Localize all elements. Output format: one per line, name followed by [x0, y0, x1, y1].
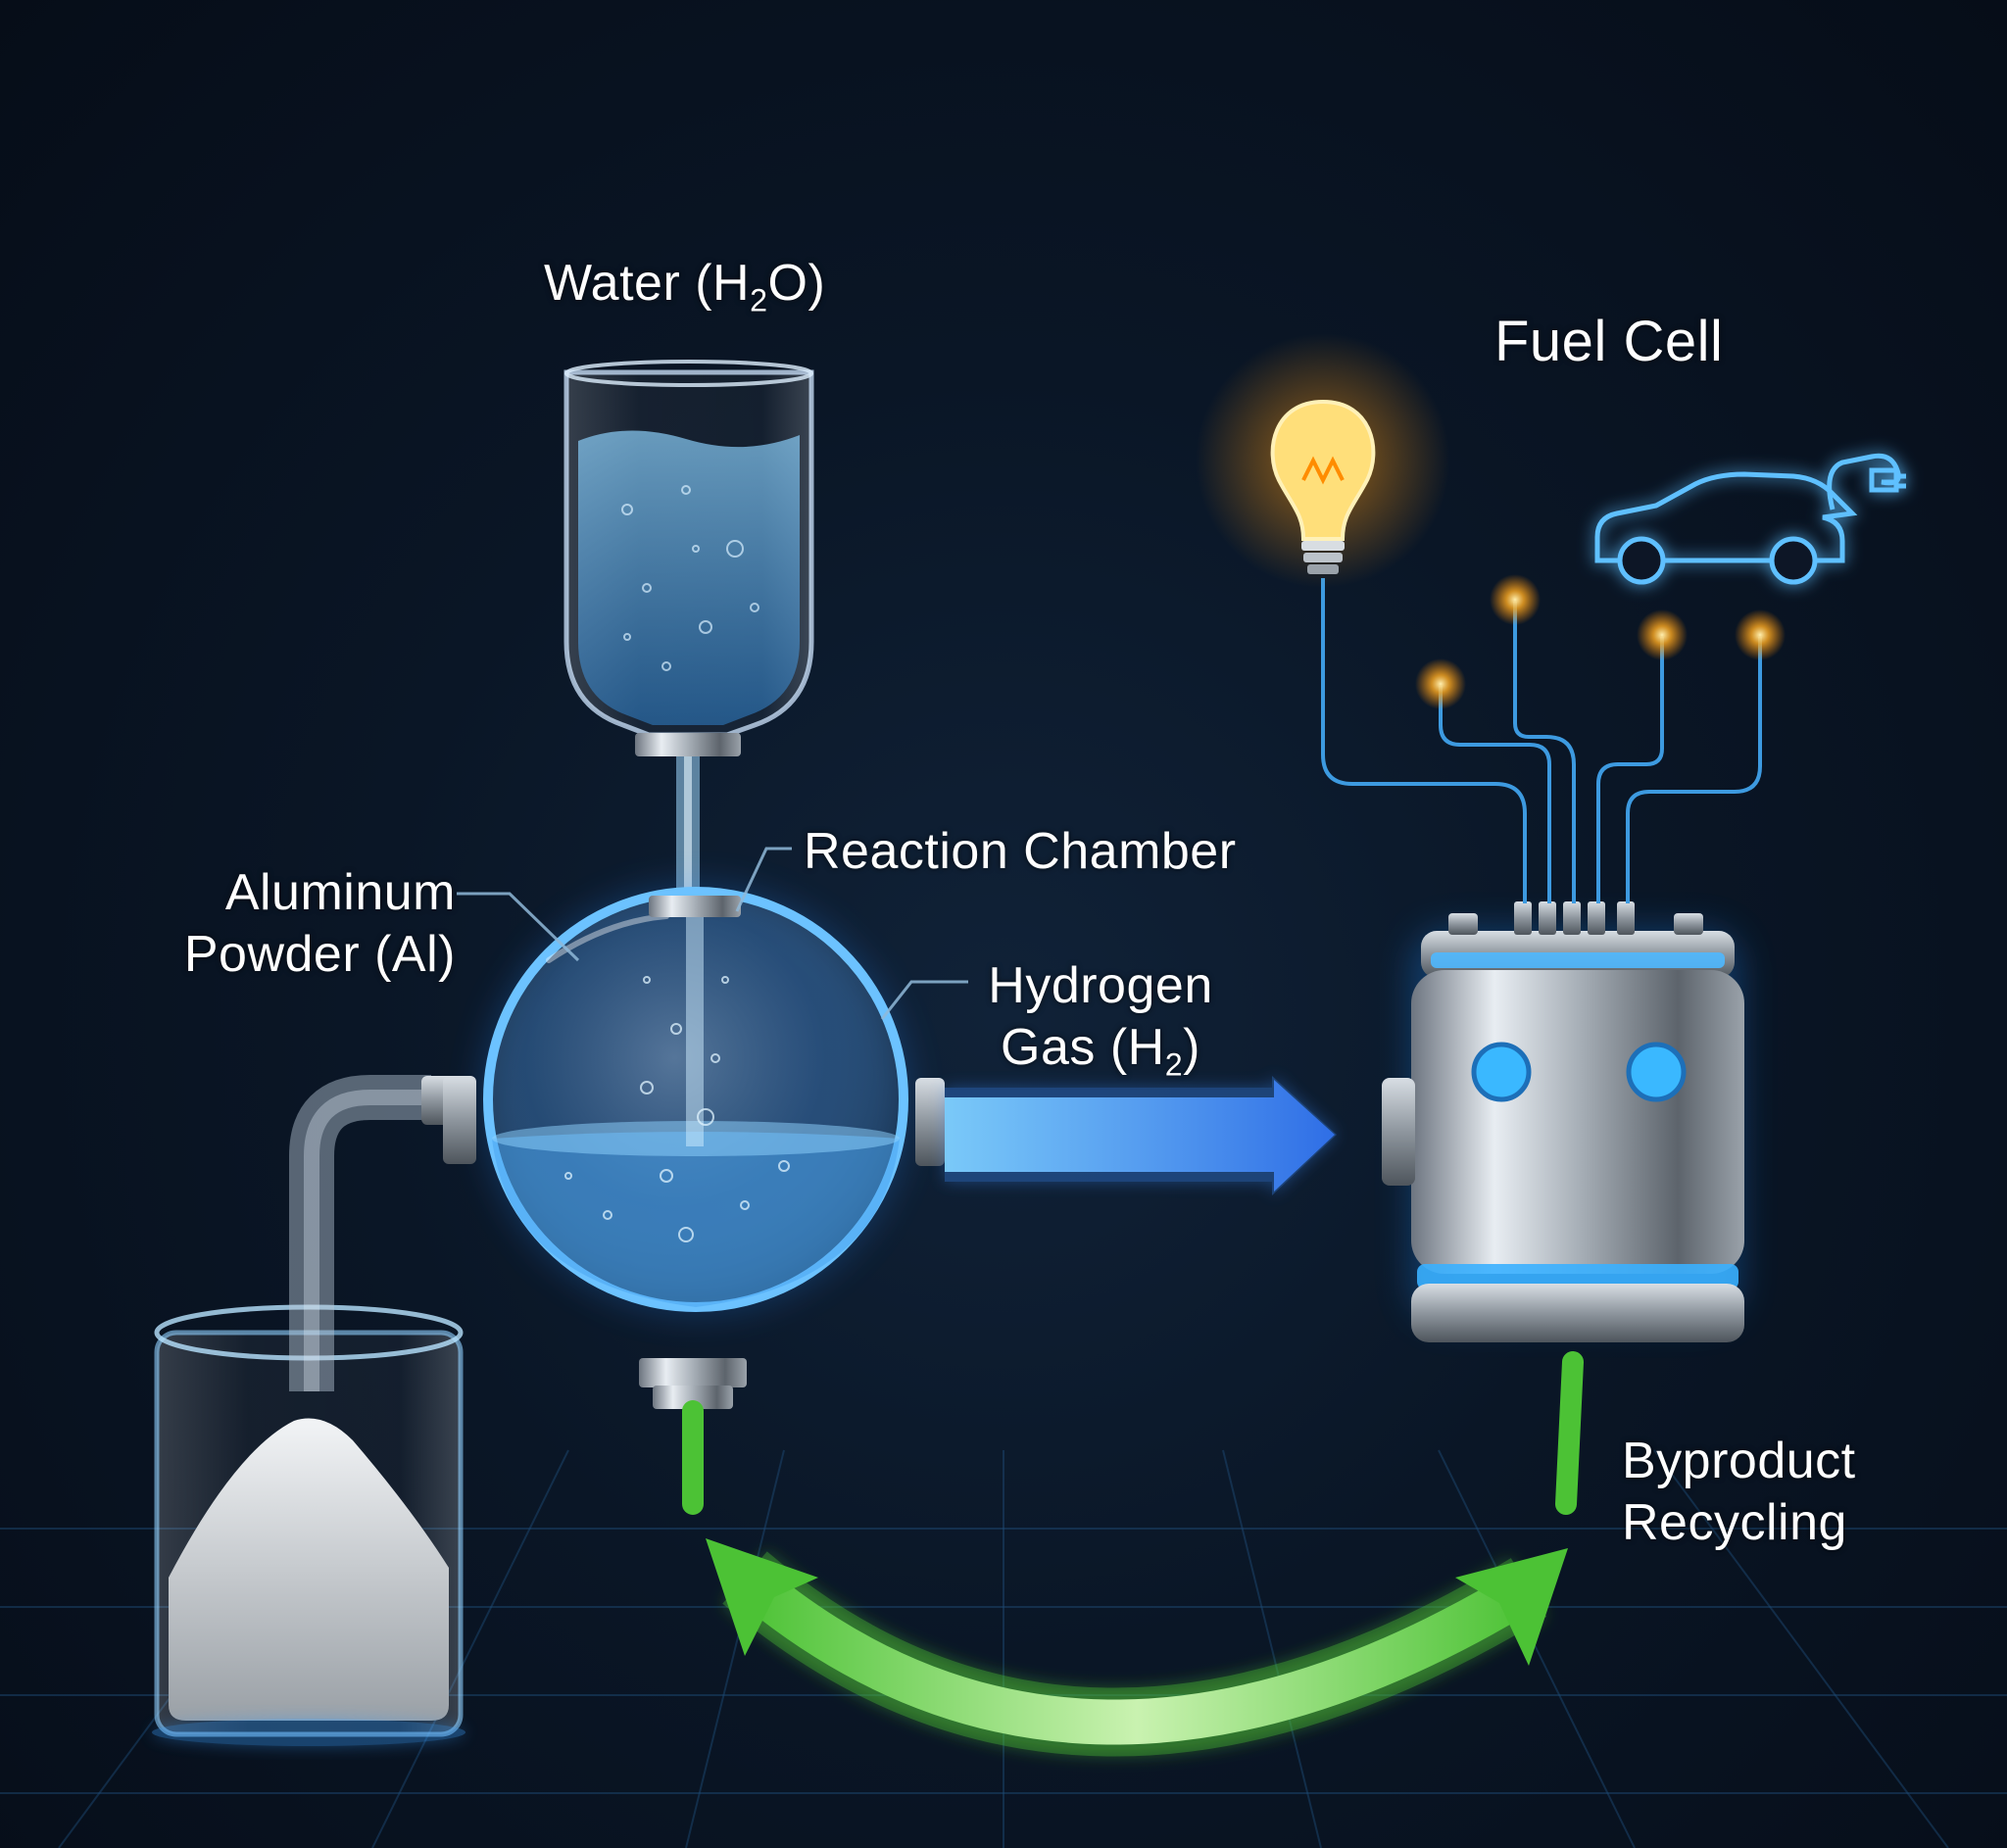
aluminum-label-line1: Aluminum: [224, 864, 456, 921]
water-label-subscript: 2: [750, 282, 768, 318]
electric-wires: [1321, 578, 1762, 903]
aluminum-powder-label: Aluminum Powder (Al): [162, 862, 456, 987]
hydrogen-label-line1: Hydrogen: [988, 957, 1213, 1014]
aluminum-label-line2: Powder (Al): [183, 926, 456, 984]
leader-lines: [457, 847, 968, 1020]
reaction-chamber-sphere: [443, 886, 945, 1409]
recycling-arrow: [706, 1538, 1568, 1757]
byproduct-label-line1: Byproduct: [1622, 1433, 1856, 1489]
water-stream: [676, 756, 700, 901]
aluminum-beaker: [152, 1304, 465, 1746]
byproduct-label-line2: Recycling: [1622, 1494, 1847, 1552]
hydrogen-label-line2-end: ): [1183, 1019, 1200, 1077]
hydrogen-label-line2: Gas (H2): [988, 1017, 1213, 1080]
wire-end-glows: [1415, 574, 1786, 709]
hydrogen-label-line2-text: Gas (H: [1001, 1019, 1165, 1077]
water-flask: [563, 360, 814, 756]
hydrogen-label-subscript: 2: [1164, 1046, 1184, 1083]
water-label: Water (H2O): [544, 253, 826, 318]
light-bulb-icon: [1196, 333, 1450, 588]
hydrogen-gas-label: Hydrogen Gas (H2): [988, 955, 1213, 1081]
fuel-cell-label: Fuel Cell: [1494, 310, 1724, 373]
water-label-end: O): [767, 255, 826, 312]
water-label-text: Water (H: [544, 255, 751, 312]
byproduct-pipes: [682, 1351, 1584, 1515]
fuel-cell-unit: [1382, 901, 1744, 1342]
electric-car-icon: [1594, 453, 1906, 585]
byproduct-recycling-label: Byproduct Recycling: [1622, 1431, 1856, 1555]
reaction-chamber-label: Reaction Chamber: [804, 823, 1237, 880]
hydrogen-flow-arrow: [945, 1076, 1337, 1195]
